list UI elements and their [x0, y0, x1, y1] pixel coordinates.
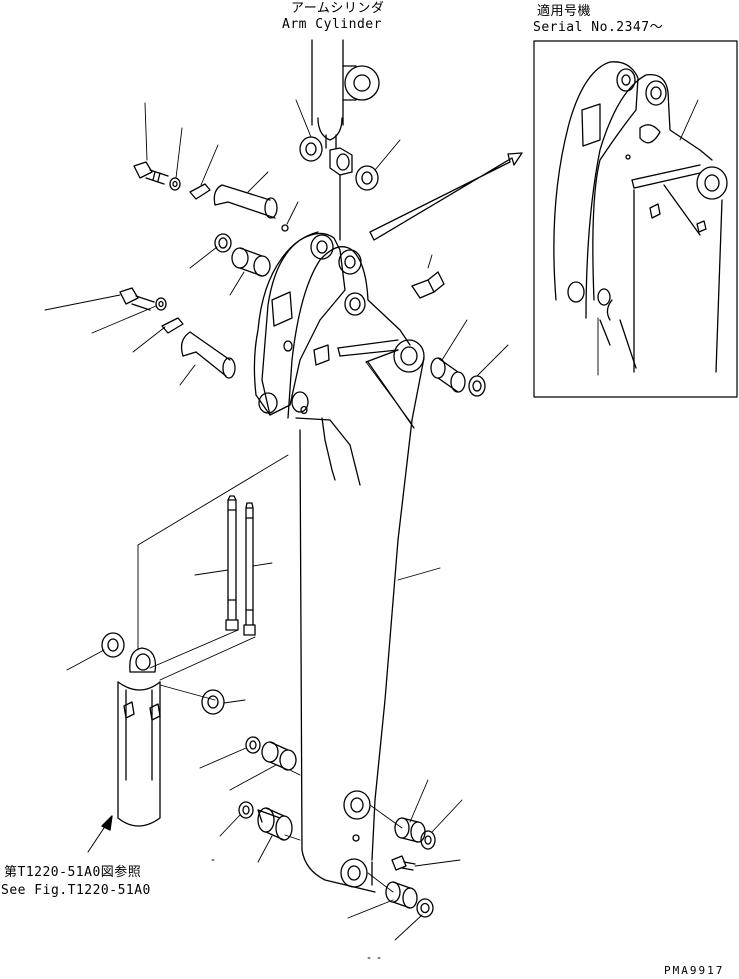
bushing-lower-left-1	[262, 742, 296, 770]
ring-lower-right-2	[417, 899, 433, 917]
serial-applicability-label-jp: 適用号機	[537, 4, 592, 19]
inset-box	[534, 41, 737, 397]
bolt-lower-right	[392, 856, 415, 870]
washer-cylinder-left	[102, 633, 124, 657]
leader-lines	[45, 100, 508, 958]
hose-left	[226, 496, 238, 630]
ring-lower-left-2	[239, 802, 253, 818]
reference-arrow	[88, 816, 112, 852]
pin-lower	[182, 332, 235, 378]
bushing-ring-upper	[215, 234, 231, 252]
bucket-cylinder	[118, 648, 160, 826]
ring-right	[469, 376, 485, 396]
hose-right	[244, 503, 255, 635]
inset-arrow	[370, 153, 522, 240]
grease-fitting-upper	[282, 225, 288, 231]
bolt-lower	[120, 288, 154, 310]
cylinder-washer-right	[356, 166, 378, 190]
inset-detail	[554, 62, 727, 375]
bushing-lower-right-2	[386, 882, 417, 908]
bushing-right	[431, 358, 465, 392]
bushing-lower-left-2	[258, 808, 292, 840]
pin-upper	[214, 185, 277, 218]
cylinder-washer-left	[300, 137, 322, 161]
bushing-upper	[232, 248, 270, 276]
serial-number-label: Serial No.2347〜	[533, 20, 664, 35]
ring-lower-left-1	[246, 737, 260, 753]
see-figure-label-en: See Fig.T1220-51A0	[1, 883, 151, 898]
lock-plate-upper	[190, 184, 210, 199]
washer-lower	[156, 298, 166, 310]
lock-plate-lower	[162, 318, 183, 333]
arm-cylinder-label-jp: アームシリンダ	[291, 1, 385, 16]
drawing-code: PMA9917	[664, 964, 725, 977]
washer-cylinder-right	[202, 690, 224, 714]
arm-cylinder-label-en: Arm Cylinder	[282, 17, 382, 32]
arm-cylinder	[312, 40, 379, 240]
arm-body	[254, 232, 444, 892]
ring-lower-right-1	[421, 831, 435, 849]
bolt-upper	[134, 162, 168, 184]
washer-upper	[170, 178, 180, 190]
see-figure-label-jp: 第T1220-51A0図参照	[4, 865, 142, 880]
